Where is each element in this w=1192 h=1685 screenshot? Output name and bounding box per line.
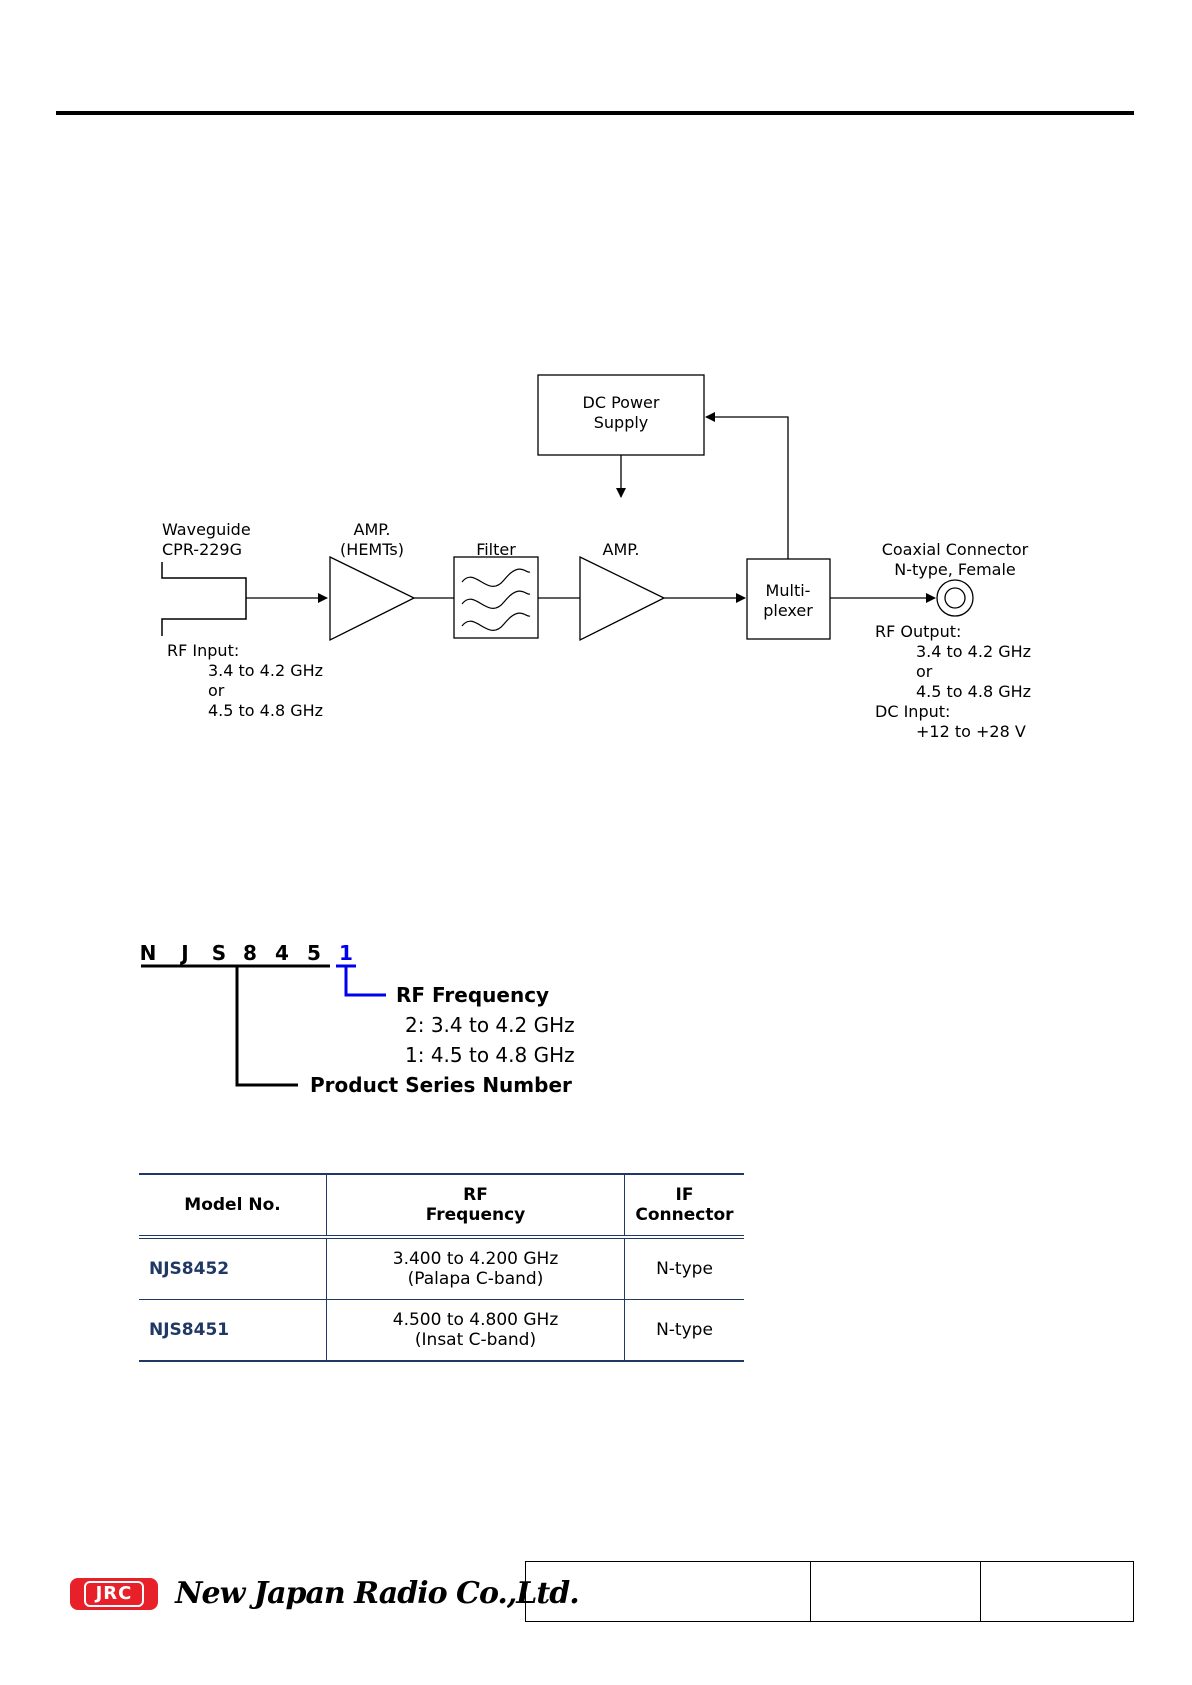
filter-box [453, 556, 539, 639]
code-char-8: 8 [243, 941, 257, 965]
row-model: NJS8451 [139, 1299, 327, 1362]
row-connector: N-type [624, 1299, 744, 1362]
rf-output-value-1: 3.4 to 4.2 GHz [916, 642, 1031, 661]
series-number-bracket [235, 966, 298, 1087]
code-char-s: S [212, 941, 226, 965]
rf-option-1: 2: 3.4 to 4.2 GHz [405, 1013, 575, 1037]
rf-frequency-bracket [344, 966, 386, 997]
company-name: New Japan Radio Co.,Ltd. [175, 1576, 580, 1611]
code-char-5: 5 [307, 941, 321, 965]
table-row: NJS8452 3.400 to 4.200 GHz (Palapa C-ban… [139, 1237, 744, 1300]
waveguide-label-2: CPR-229G [162, 540, 242, 559]
coaxial-connector-inner-icon [944, 587, 966, 609]
amp1-label-1: AMP. [354, 520, 391, 539]
rf-input-value-2: or [208, 681, 225, 700]
amp2-label: AMP. [603, 540, 640, 559]
amp2-triangle [579, 555, 666, 642]
multiplexer-label-2: plexer [763, 601, 813, 620]
coaxial-label-2: N-type, Female [894, 560, 1016, 579]
dc-input-value: +12 to +28 V [916, 722, 1026, 741]
row-band: (Palapa C-band) [407, 1269, 544, 1289]
block-diagram: DC Power Supply Waveguide CPR-229G RF In… [161, 374, 1031, 741]
multiplexer-label-1: Multi- [766, 581, 811, 600]
series-number-label: Product Series Number [310, 1073, 572, 1097]
coaxial-connector-outer-icon [936, 579, 974, 617]
code-char-n: N [140, 941, 157, 965]
code-char-last: 1 [339, 941, 353, 965]
row-frequency: 3.400 to 4.200 GHz (Palapa C-band) [326, 1237, 625, 1300]
code-char-j: J [179, 941, 188, 965]
amp1-label-2: (HEMTs) [340, 540, 404, 559]
rf-output-value-3: 4.5 to 4.8 GHz [916, 682, 1031, 701]
jrc-badge-text: JRC [83, 1580, 145, 1607]
rf-input-label: RF Input: [167, 641, 239, 660]
table-row: NJS8451 4.500 to 4.800 GHz (Insat C-band… [139, 1299, 744, 1362]
code-char-4: 4 [275, 941, 289, 965]
rf-input-value-3: 4.5 to 4.8 GHz [208, 701, 323, 720]
rf-output-label: RF Output: [875, 622, 961, 641]
company-logo: JRC New Japan Radio Co.,Ltd. [70, 1576, 580, 1611]
row-connector: N-type [624, 1237, 744, 1300]
row-frequency: 4.500 to 4.800 GHz (Insat C-band) [326, 1299, 625, 1362]
model-table: Model No. RF Frequency IF Connector NJS8… [139, 1173, 744, 1362]
waveguide-label-1: Waveguide [162, 520, 251, 539]
table-header-row: Model No. RF Frequency IF Connector [139, 1173, 744, 1239]
row-freq-range: 3.400 to 4.200 GHz [392, 1249, 559, 1269]
model-code-diagram: N J S 8 4 5 1 RF Frequency 2: 3.4 to 4.2… [140, 941, 575, 1097]
footer-info-box [525, 1561, 1134, 1622]
dc-input-label: DC Input: [875, 702, 950, 721]
header-if-connector: IF Connector [624, 1173, 744, 1239]
rf-output-value-2: or [916, 662, 933, 681]
header-if-line2: Connector [635, 1205, 734, 1225]
waveguide-symbol [161, 562, 247, 636]
rf-option-2: 1: 4.5 to 4.8 GHz [405, 1043, 575, 1067]
row-band: (Insat C-band) [414, 1330, 537, 1350]
footer-cell-3 [981, 1562, 1133, 1621]
row-model: NJS8452 [139, 1237, 327, 1300]
coaxial-label-1: Coaxial Connector [882, 540, 1029, 559]
dc-power-label-2: Supply [594, 413, 649, 432]
rf-frequency-title: RF Frequency [396, 983, 549, 1007]
header-rule [56, 111, 1134, 115]
multiplexer-feedback-arrow [705, 412, 789, 559]
header-model: Model No. [139, 1173, 327, 1239]
amp1-triangle [329, 555, 416, 642]
dc-power-label-1: DC Power [583, 393, 660, 412]
rf-input-value-1: 3.4 to 4.2 GHz [208, 661, 323, 680]
header-rf-frequency: RF Frequency [326, 1173, 625, 1239]
header-rf-line2: Frequency [425, 1205, 526, 1225]
row-freq-range: 4.500 to 4.800 GHz [392, 1310, 559, 1330]
header-rf-line1: RF [463, 1185, 488, 1205]
header-if-line1: IF [675, 1185, 694, 1205]
footer-cell-1 [526, 1562, 811, 1621]
filter-wave-icon [461, 568, 531, 631]
jrc-badge-icon: JRC [70, 1577, 158, 1610]
filter-label: Filter [476, 540, 516, 559]
footer-cell-2 [811, 1562, 981, 1621]
